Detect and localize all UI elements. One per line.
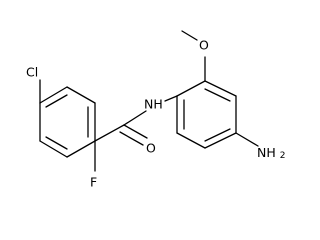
- atom-nh-amide: NH: [144, 97, 163, 112]
- atom-nh2: NH 2: [257, 145, 285, 162]
- bond-o-ch3: [181, 30, 198, 41]
- bond-n-ring: [164, 95, 178, 102]
- bond-c-o-2: [119, 131, 144, 146]
- bond-ring-left-4-inner: [45, 136, 68, 150]
- bond-ring-carbonyl: [94, 124, 125, 142]
- atom-o-carbonyl: O: [146, 141, 156, 156]
- atom-nh2-main: NH: [257, 145, 276, 160]
- bond-ring-left-6: [39, 86, 68, 104]
- bond-c-n: [123, 110, 147, 126]
- atom-f: F: [90, 175, 97, 190]
- bond-ring-left-1: [66, 86, 96, 104]
- molecule-structure: Cl F O NH O NH 2: [26, 30, 285, 190]
- atom-cl: Cl: [26, 65, 38, 80]
- bond-ring-right-4: [204, 132, 237, 149]
- bond-ring-right-1: [176, 80, 206, 97]
- bond-ring-right-2-inner: [204, 88, 231, 102]
- bond-ring-left-3: [66, 140, 96, 158]
- bond-ring-right-5: [176, 132, 206, 149]
- atom-o-methoxy: O: [199, 38, 209, 53]
- atom-nh2-subscript: 2: [280, 151, 286, 161]
- bonds: [39, 30, 259, 172]
- bond-ring-left-6-inner: [45, 94, 68, 108]
- bond-ring-right-4-inner: [204, 128, 231, 142]
- bond-c-o-1: [123, 124, 148, 139]
- bond-ring-right-2: [204, 80, 237, 97]
- bond-ring-left-4: [39, 140, 68, 158]
- bond-c-nh2: [235, 132, 259, 147]
- atom-labels: Cl F O NH O NH 2: [26, 38, 285, 190]
